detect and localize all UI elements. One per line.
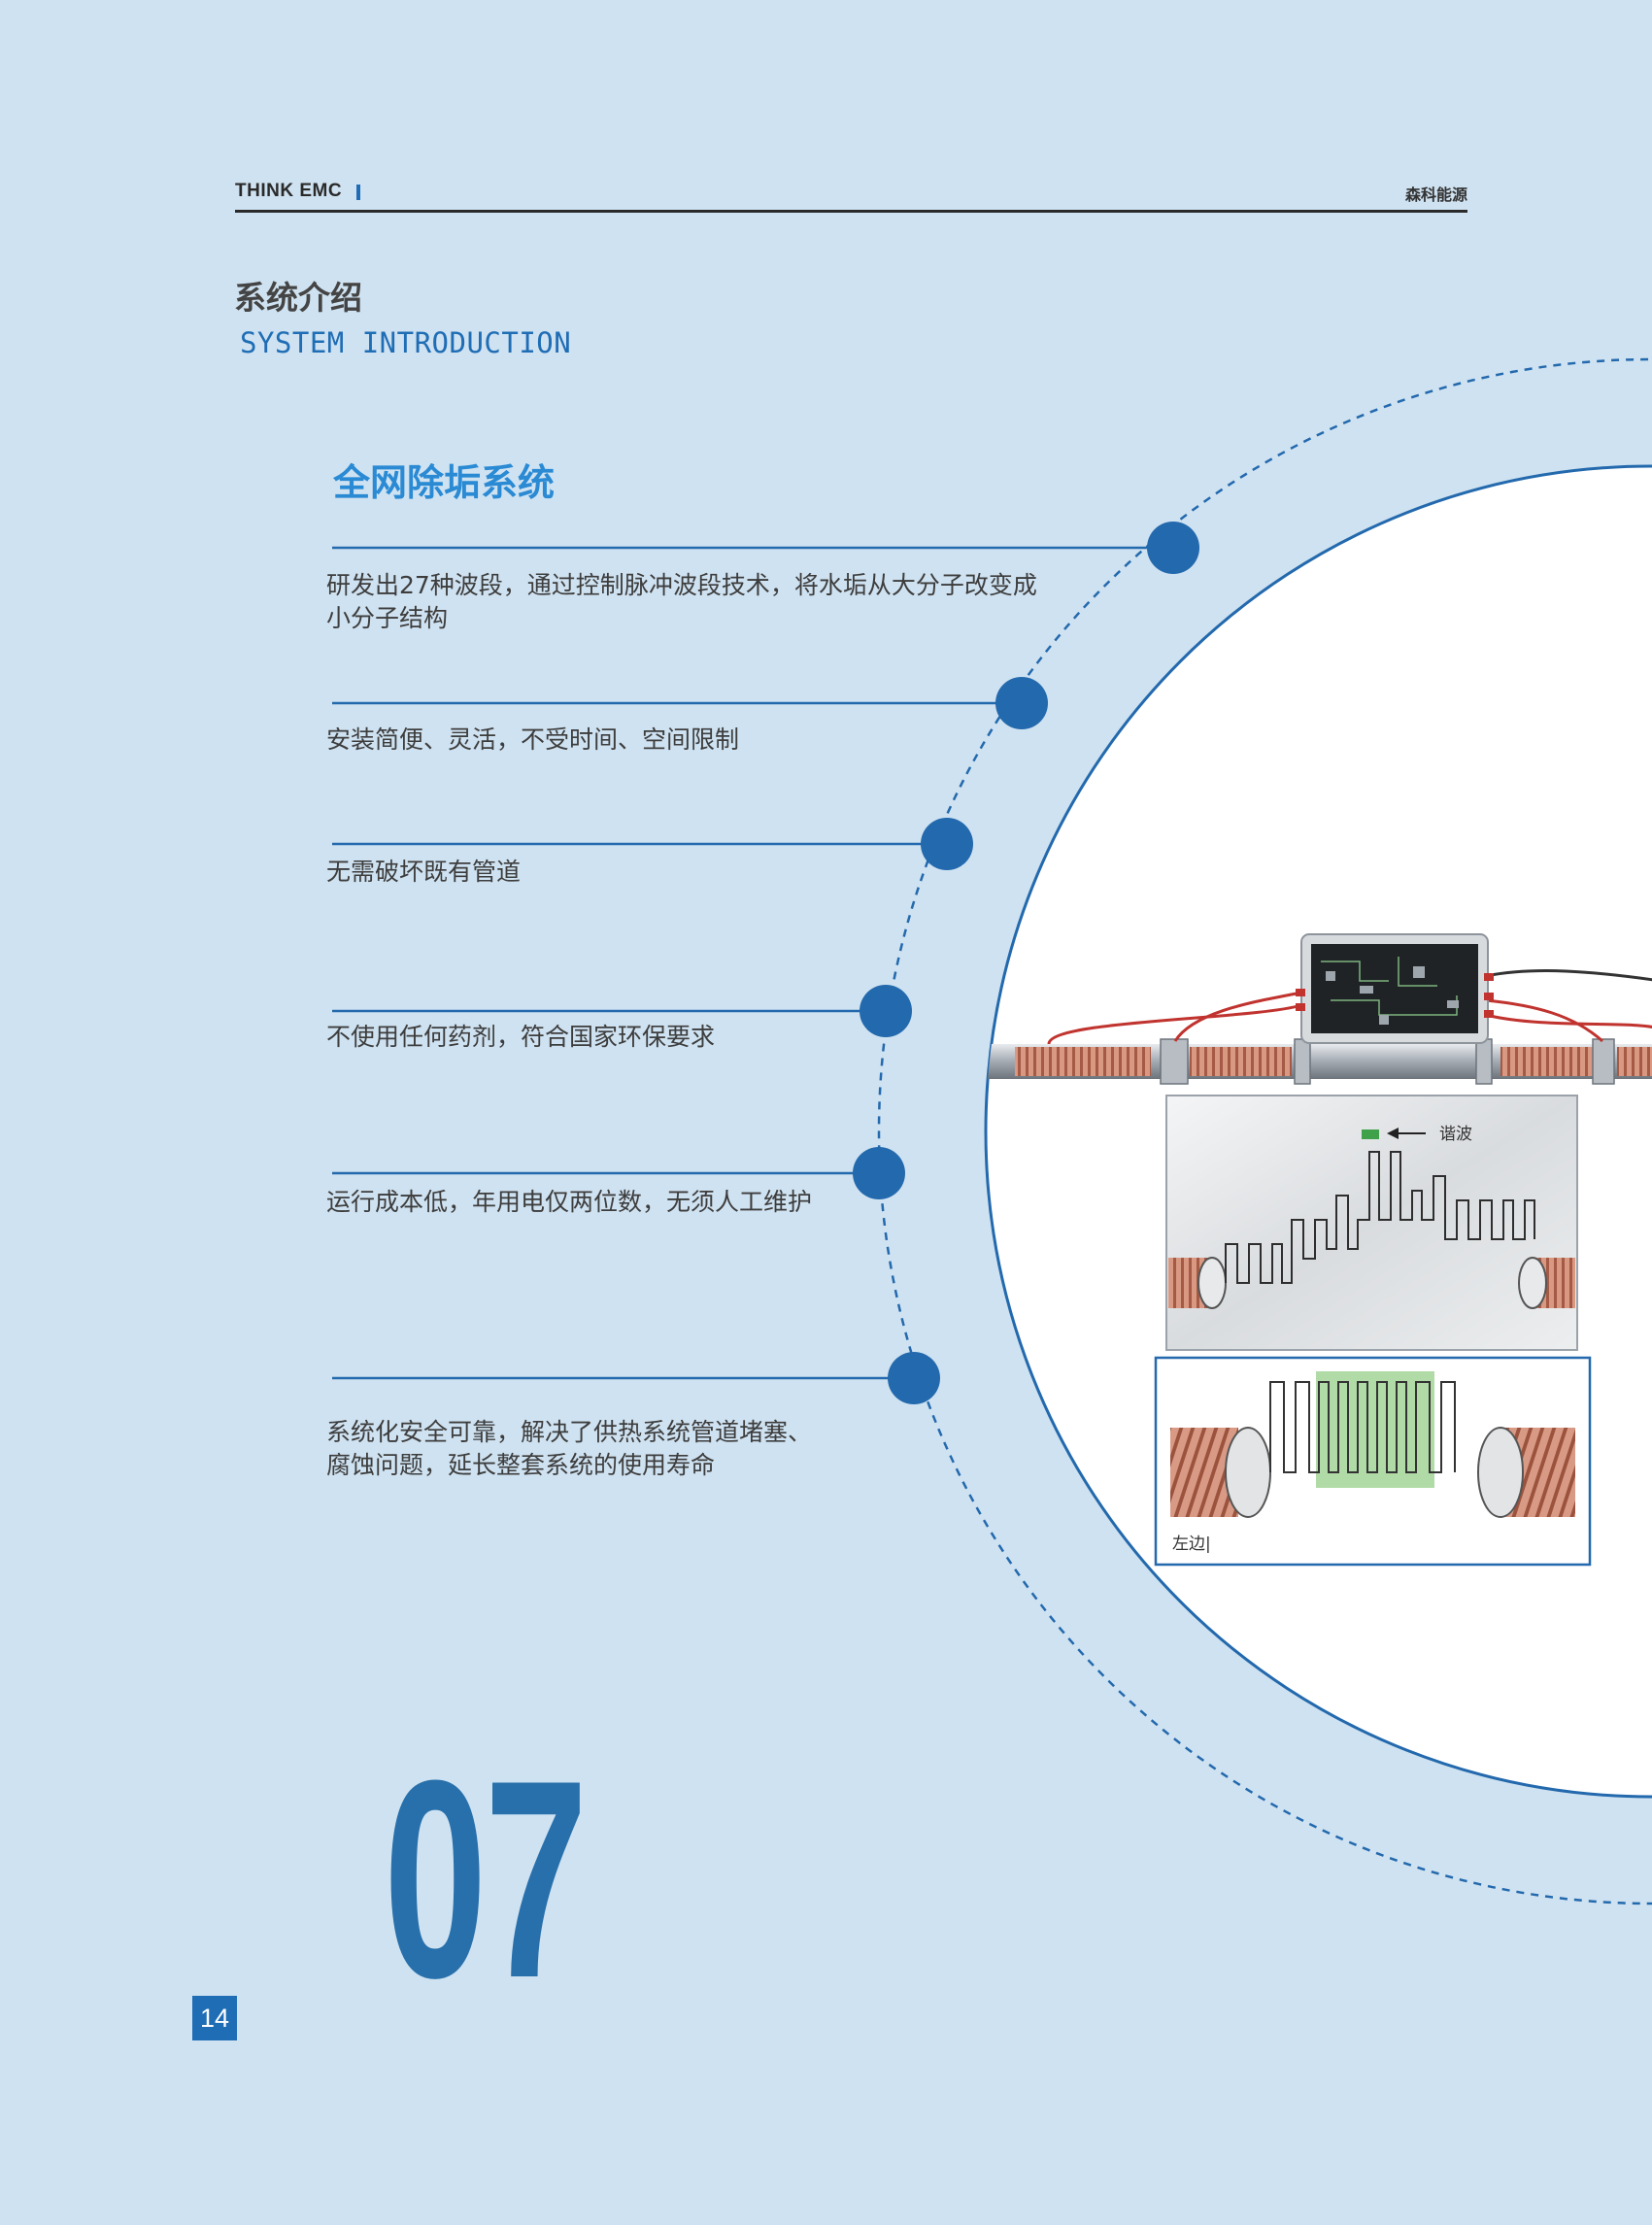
feature-1: 研发出27种波段，通过控制脉冲波段技术，将水垢从大分子改变成 小分子结构: [326, 571, 1037, 632]
system-title: 全网除垢系统: [333, 461, 556, 504]
header-company-name: 森科能源: [1404, 185, 1467, 204]
feature-6: 系统化安全可靠，解决了供热系统管道堵塞、 腐蚀问题，延长整套系统的使用寿命: [326, 1418, 813, 1479]
feature-dot: [921, 818, 973, 870]
feature-2: 安装简便、灵活，不受时间、空间限制: [326, 725, 740, 754]
page-number: 14: [192, 1996, 237, 2040]
feature-4: 不使用任何药剂，符合国家环保要求: [326, 1023, 716, 1051]
section-subtitle: SYSTEM INTRODUCTION: [240, 326, 572, 359]
feature-dot: [853, 1147, 905, 1199]
dashed-orbit: [877, 357, 1652, 1905]
feature-dot: [888, 1352, 940, 1404]
header-accent-bar: [356, 185, 360, 200]
section-title: 系统介绍: [234, 279, 362, 317]
feature-dot: [995, 677, 1048, 729]
feature-dot: [1147, 522, 1199, 574]
feature-5: 运行成本低，年用电仅两位数，无须人工维护: [326, 1188, 813, 1216]
connector-lines: [332, 546, 1173, 1380]
left-label: 左边|: [1172, 1534, 1211, 1554]
header-brand: THINK EMC: [235, 181, 343, 201]
feature-dot: [860, 985, 912, 1037]
device-illustration: 谐波 左边|: [986, 933, 1652, 1567]
wave-label: 谐波: [1439, 1125, 1472, 1144]
feature-3: 无需破坏既有管道: [326, 858, 522, 886]
chapter-number: 07: [384, 1722, 588, 2037]
header-divider: [235, 210, 1467, 213]
